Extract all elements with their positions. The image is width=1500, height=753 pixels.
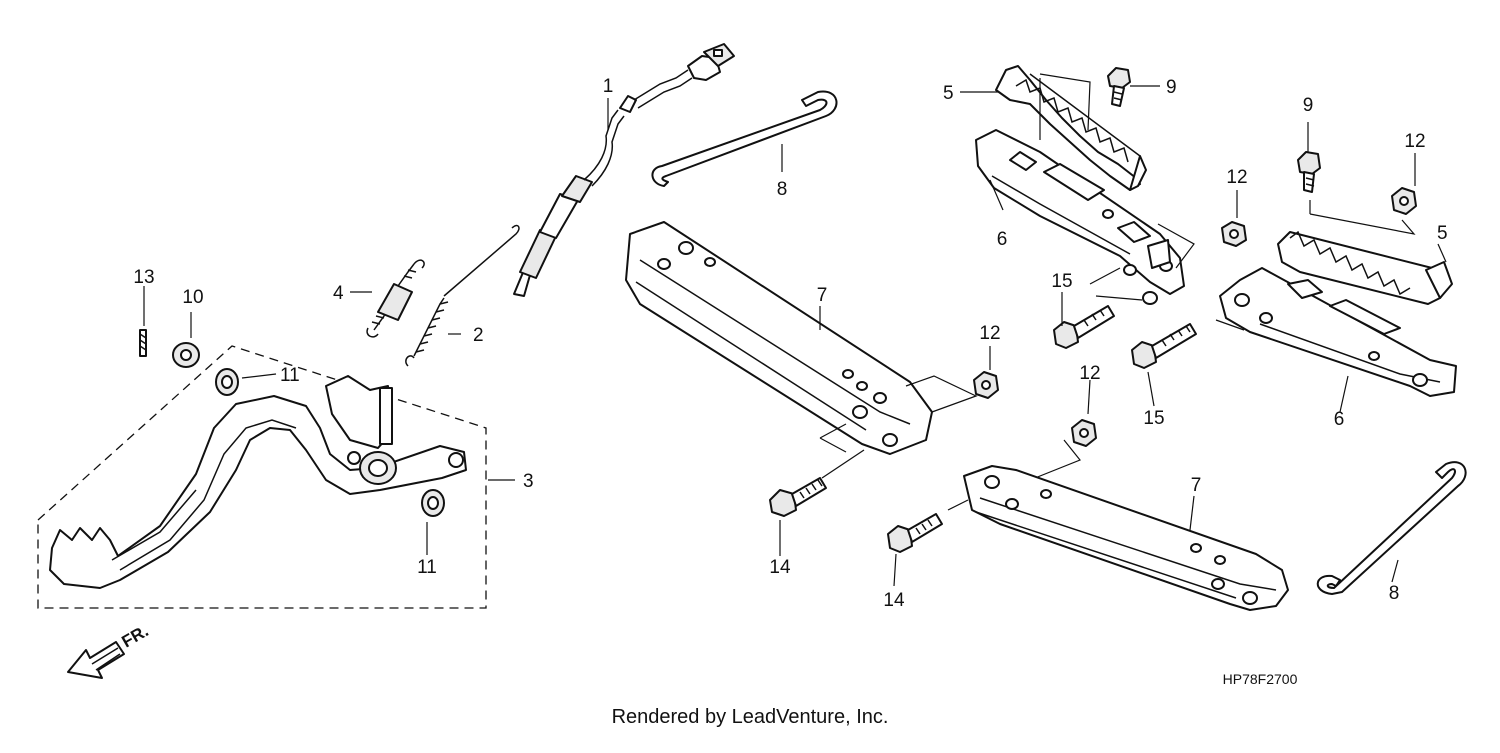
arrow-icon [67,641,125,679]
return-spring [405,224,520,367]
direction-label: FR. [119,621,152,651]
bracket-upper-nut-guide [1157,223,1195,269]
callout-9-upper: 9 [1166,77,1177,98]
spring-hook-hole [347,451,361,465]
callout-10: 10 [182,287,203,308]
brake-pedal-assembly [37,345,487,609]
pivot-hole [368,459,388,477]
callout-numbers: 1 2 3 4 5 5 6 6 7 7 8 8 9 9 10 11 11 12 … [133,76,1447,611]
nut-bar-left [973,371,999,399]
callout-12-bar-left: 12 [979,323,1000,344]
pedal-rib [119,419,297,571]
footrest-bar-left [625,221,933,455]
pedal-rib-inner [111,489,197,561]
brake-pedal [49,395,467,589]
bolt-bar-left-guide [821,449,865,479]
callout-5-right: 5 [1437,223,1448,244]
brake-switch [513,43,735,297]
callout-2: 2 [473,325,484,346]
footrest-rod-upper [651,90,838,187]
bushing-upper [215,368,239,396]
footrest-bar-right [963,465,1289,611]
footpeg-bracket-right [1219,267,1457,397]
callout-11-upper: 11 [280,365,300,386]
bolt-footpeg-upper [1107,67,1131,107]
callout-7-left: 7 [817,285,828,306]
callout-6-upper: 6 [997,229,1008,250]
callout-15-right: 15 [1143,408,1164,429]
callout-12-footpeg-right: 12 [1404,131,1425,152]
bar-left-nut-guide [905,375,978,413]
bracket-tab [379,387,393,445]
callout-4: 4 [333,283,344,304]
bolt-footpeg-right [1297,151,1321,193]
footrest-rod-lower [1316,461,1467,595]
bar-left-guide-b [819,437,847,453]
footpeg-right [1277,230,1453,305]
nut-bar-right [1071,419,1097,447]
front-direction-arrow: FR. [67,621,152,679]
bolt-bracket-upper [1053,305,1115,349]
callout-8-upper: 8 [777,179,788,200]
callout-15-upper: 15 [1051,271,1072,292]
diagram-code: HP78F2700 [1223,671,1298,687]
callout-14-left: 14 [769,557,791,578]
washer [172,342,200,368]
callout-leaders [143,85,1447,587]
callout-6-right: 6 [1334,409,1345,430]
callout-12-bracket-upper: 12 [1226,167,1247,188]
bushing-lower [421,489,445,517]
cotter-pin [139,329,147,357]
assembly-boundary [37,345,487,609]
bolt-bar-right [887,513,943,553]
footpeg-right-guide [1309,200,1416,235]
bolt-bracket-right [1131,323,1197,369]
callout-12-bar-right: 12 [1079,363,1100,384]
footpeg-upper [995,65,1147,191]
bar-left-guide-a [819,423,847,439]
nut-bracket-upper [1221,221,1247,247]
callout-7-right: 7 [1191,475,1202,496]
callout-14-right: 14 [883,590,905,611]
pedal-hole [448,452,464,468]
callout-13: 13 [133,267,154,288]
callout-9-right: 9 [1303,95,1314,116]
callout-11-lower: 11 [417,557,437,578]
bracket-right-bolt-guide [1215,319,1245,331]
bracket-upper-bolt-guide [1089,267,1143,301]
bar-right-bolt-guide [947,499,969,511]
nut-footpeg-right [1391,187,1417,215]
bar-right-nut-guide [1029,439,1081,481]
footpeg-bracket-upper [975,129,1185,305]
footer-credit: Rendered by LeadVenture, Inc. [611,706,889,728]
callout-8-lower: 8 [1389,583,1400,604]
callout-5-upper: 5 [943,83,954,104]
callout-1: 1 [603,76,614,97]
switch-spring [366,259,425,338]
bolt-bar-left [769,477,827,517]
callout-3: 3 [523,471,534,492]
footpeg-upper-guide-b [1039,73,1091,131]
